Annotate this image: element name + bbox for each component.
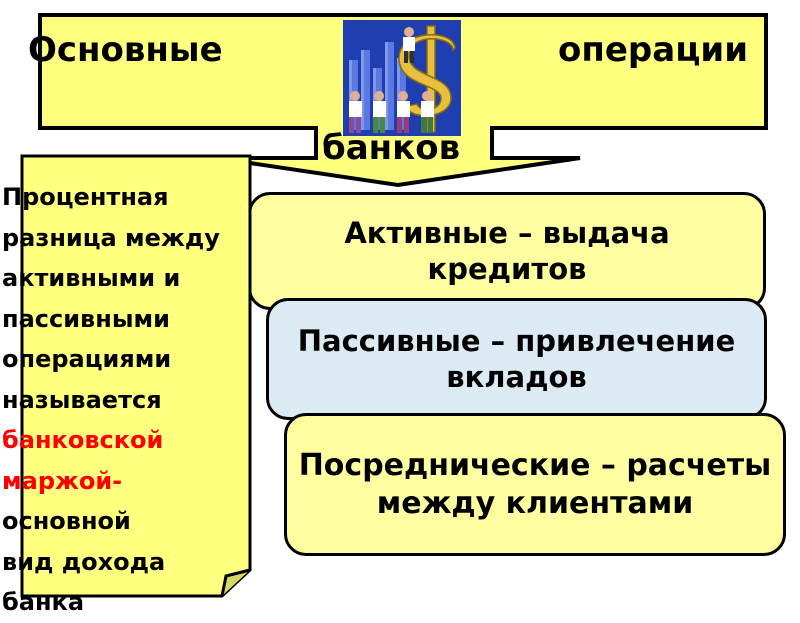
passive-operations-box: Пассивные – привлечение вкладов [266,298,767,420]
note-highlight-line: банковской [2,426,164,454]
note-line: банка [2,588,85,616]
title-word-right: операции [558,30,749,70]
passive-operations-text: Пассивные – привлечение вкладов [297,323,736,394]
active-operations-text: Активные – выдача кредитов [344,215,670,286]
note-line: Процентная [2,183,169,211]
note-text: Процентная разница между активными и пас… [2,177,302,623]
note-line: основной [2,507,131,535]
note-paper [20,154,252,598]
intermediary-operations-text: Посреднические – расчеты между клиентами [298,448,772,521]
note-line: разница между [2,223,220,252]
active-operations-box: Активные – выдача кредитов [248,192,766,310]
note-line: операциями [2,345,172,373]
title-word-left: Основные [28,30,223,70]
note-line: пассивными [2,304,170,333]
note-line: называется [2,385,162,414]
note-line: активными и [2,264,181,292]
business-people-dollar-clipart [343,20,461,136]
note-highlight-line: маржой- [2,466,123,495]
title-word-bottom: банков [322,128,461,168]
intermediary-operations-box: Посреднические – расчеты между клиентами [284,413,786,556]
note-line: вид дохода [2,547,166,576]
